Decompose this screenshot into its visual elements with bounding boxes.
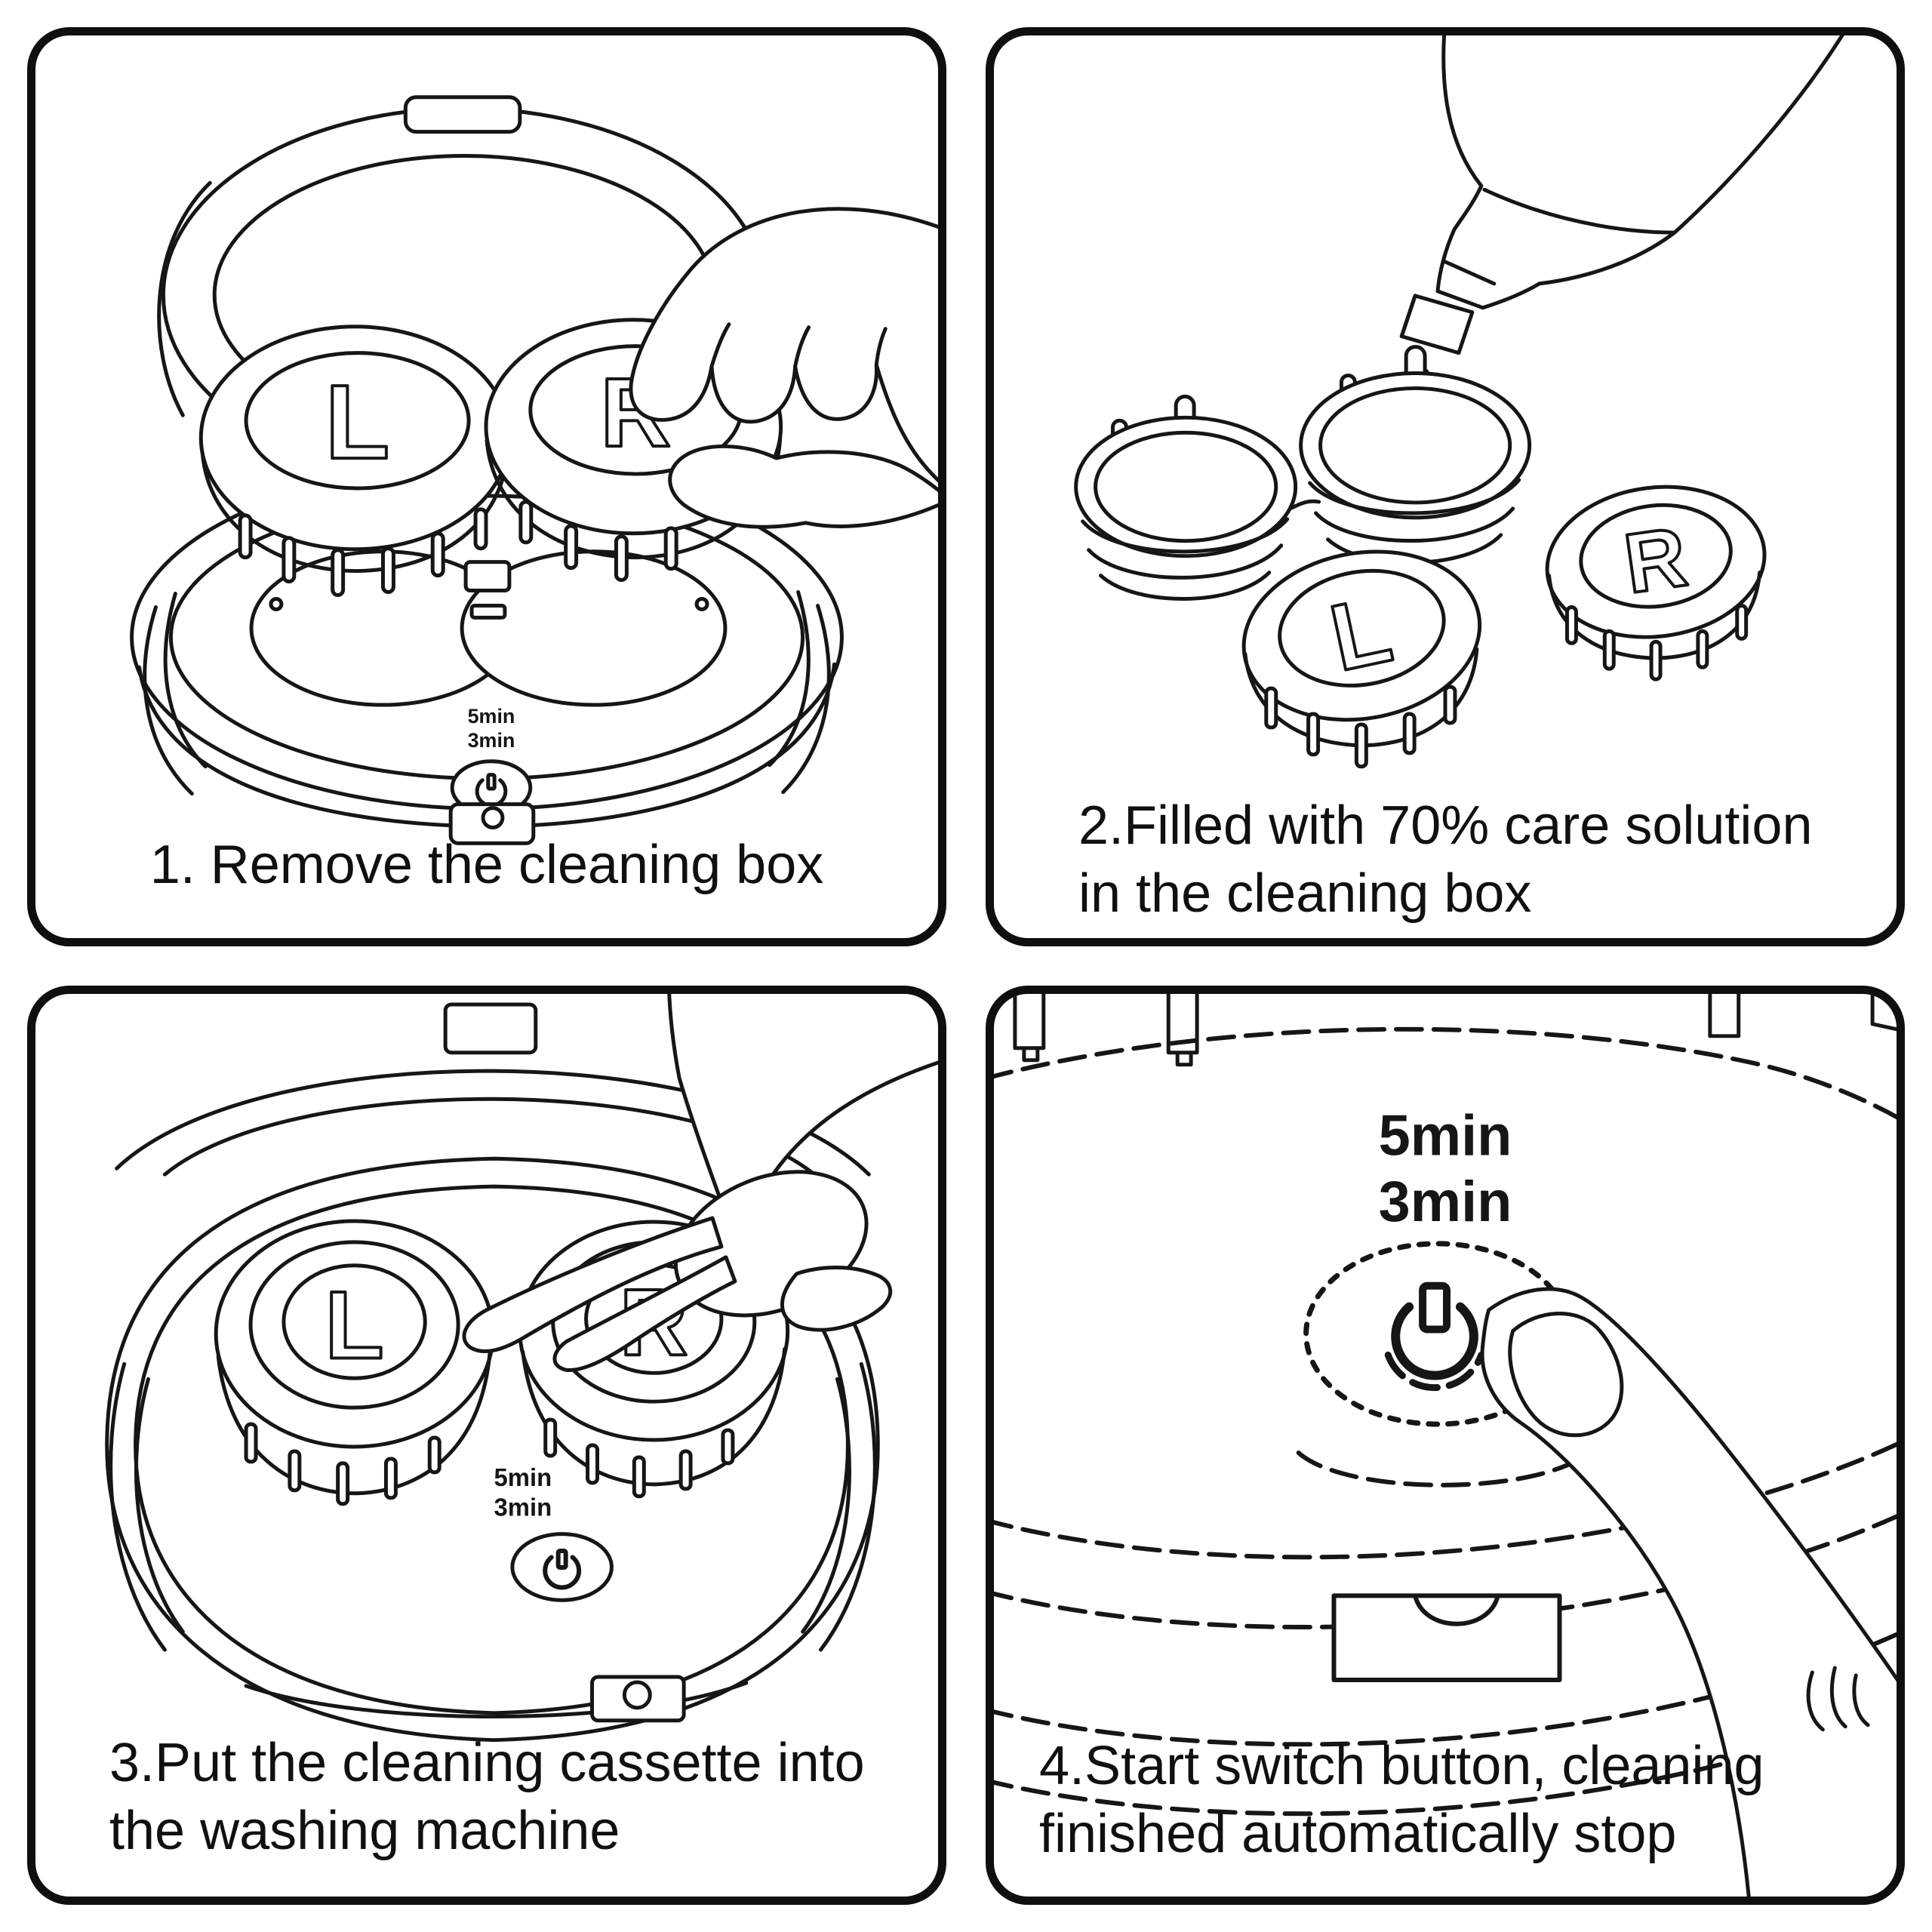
panel-step-4: 5min 3min xyxy=(986,986,1905,1905)
device-base: 5min 3min xyxy=(130,463,844,845)
caption-line: finished automatically stop xyxy=(1039,1803,1677,1864)
step-3-caption: 3.Put the cleaning cassette into the was… xyxy=(109,1730,865,1865)
step-1-caption: 1. Remove the cleaning box xyxy=(35,832,938,899)
step-2-caption: 2.Filled with 70% care solution in the c… xyxy=(1078,792,1813,928)
middle-finger xyxy=(552,1255,737,1372)
timer-3min-label: 3min xyxy=(494,1494,552,1521)
timer-5min-label: 5min xyxy=(468,705,515,728)
power-icon xyxy=(543,1549,582,1590)
hand xyxy=(629,207,938,529)
cap-left: L xyxy=(1241,549,1482,769)
latch xyxy=(1331,1593,1562,1682)
caption-line: in the cleaning box xyxy=(1078,863,1532,924)
solution-bottle xyxy=(1399,35,1844,355)
latch xyxy=(448,802,536,845)
thumb xyxy=(780,1266,893,1332)
thumb xyxy=(668,444,938,529)
index-finger xyxy=(462,1216,724,1354)
cassette-left-cap: L xyxy=(214,1219,495,1506)
illustration-insert-cassette: L R xyxy=(105,994,938,1743)
timer-3min-label: 3min xyxy=(468,729,515,752)
illustration-remove-cleaning-box: 5min 3min L xyxy=(130,95,938,845)
panel-step-3: L R xyxy=(27,986,946,1905)
right-cap-label: R xyxy=(1619,509,1692,611)
timer-5min-label: 5min xyxy=(494,1463,552,1491)
power-icon xyxy=(1384,1281,1485,1392)
timer-3min-label: 3min xyxy=(1379,1170,1512,1234)
cap-right: R xyxy=(1545,485,1767,681)
hand xyxy=(462,994,938,1372)
caption-line: 3.Put the cleaning cassette into xyxy=(109,1733,865,1794)
finger xyxy=(1480,1287,1897,1897)
illustration-fill-solution: L R xyxy=(1074,35,1844,769)
caption-line: 1. Remove the cleaning box xyxy=(149,834,824,895)
left-cap-label: L xyxy=(325,1272,384,1379)
lens-case-open xyxy=(1074,345,1532,601)
panel-step-2: L R 2.Filled with 70% care solution in t… xyxy=(986,27,1905,946)
illustration-press-switch: 5min 3min xyxy=(994,994,1897,1897)
step-4-caption: 4.Start switch button, cleaning finished… xyxy=(1039,1733,1764,1868)
caption-line: the washing machine xyxy=(109,1800,620,1861)
caption-line: 2.Filled with 70% care solution xyxy=(1078,795,1813,857)
caption-line: 4.Start switch button, cleaning xyxy=(1039,1736,1764,1797)
lid-hinge-posts xyxy=(994,994,1897,1120)
timer-5min-label: 5min xyxy=(1379,1103,1512,1168)
fingernail xyxy=(1508,1312,1624,1438)
panel-step-1: 5min 3min L xyxy=(27,27,946,946)
left-cap-label: L xyxy=(325,363,389,481)
